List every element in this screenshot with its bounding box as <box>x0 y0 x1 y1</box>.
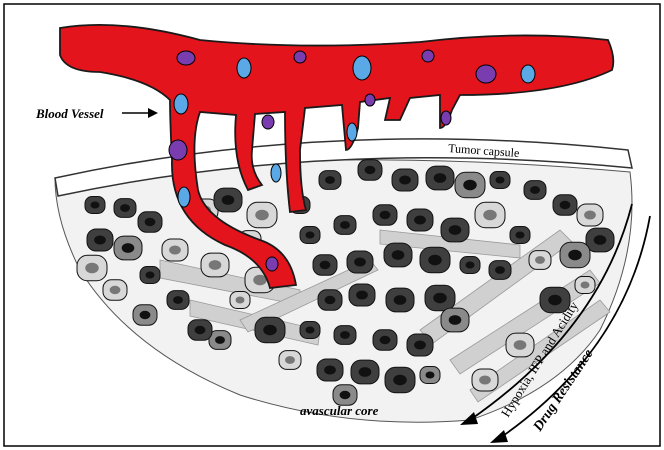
cell-nucleus <box>560 201 571 209</box>
cell-nucleus <box>110 286 121 294</box>
cell-nucleus <box>340 221 350 229</box>
cell-nucleus <box>466 262 475 269</box>
cell-nucleus <box>285 356 295 364</box>
cell-nucleus <box>433 293 447 304</box>
endothelial-cell <box>422 50 434 62</box>
cell-nucleus <box>449 225 462 235</box>
cell-nucleus <box>479 375 491 384</box>
cell-nucleus <box>325 176 335 184</box>
cell-nucleus <box>122 243 135 253</box>
endothelial-cell <box>294 51 306 63</box>
cell-nucleus <box>380 211 391 219</box>
cell-nucleus <box>306 232 315 239</box>
cell-nucleus <box>306 327 315 334</box>
endothelial-cell <box>365 94 375 106</box>
cell-nucleus <box>516 232 525 239</box>
cell-nucleus <box>568 250 582 261</box>
cell-nucleus <box>263 325 277 336</box>
cell-nucleus <box>594 235 607 245</box>
cell-nucleus <box>340 391 351 399</box>
endothelial-cell <box>178 187 190 207</box>
cell-nucleus <box>434 173 447 183</box>
cell-nucleus <box>140 311 151 319</box>
cell-nucleus <box>222 195 235 205</box>
cell-nucleus <box>146 272 155 279</box>
cell-nucleus <box>463 180 477 191</box>
cell-nucleus <box>173 296 183 304</box>
blood-vessel-label: Blood Vessel <box>35 106 104 121</box>
endothelial-cell <box>262 115 274 129</box>
cell-nucleus <box>324 365 336 374</box>
cell-nucleus <box>380 336 391 344</box>
cell-nucleus <box>356 290 368 299</box>
cell-nucleus <box>514 340 527 350</box>
cell-nucleus <box>255 210 269 221</box>
cell-nucleus <box>414 340 426 349</box>
cell-nucleus <box>354 257 366 266</box>
cell-nucleus <box>320 261 331 269</box>
cell-nucleus <box>85 263 99 274</box>
cell-nucleus <box>428 255 442 266</box>
cell-nucleus <box>215 336 225 344</box>
endothelial-cell <box>441 111 451 125</box>
cell-nucleus <box>392 250 405 260</box>
cell-nucleus <box>91 202 100 209</box>
cell-nucleus <box>535 256 545 264</box>
cell-nucleus <box>145 218 156 226</box>
cell-nucleus <box>530 186 540 194</box>
avascular-core-label: avascular core <box>300 403 379 418</box>
cell-nucleus <box>548 295 562 306</box>
cell-nucleus <box>426 372 435 379</box>
cell-nucleus <box>449 315 462 325</box>
cell-nucleus <box>359 367 372 377</box>
cell-nucleus <box>483 210 497 221</box>
endothelial-cell <box>174 94 188 114</box>
endothelial-cell <box>521 65 535 83</box>
cell-nucleus <box>496 177 505 184</box>
endothelial-cell <box>177 51 195 65</box>
cell-nucleus <box>495 266 505 274</box>
cell-nucleus <box>340 331 350 339</box>
cell-nucleus <box>394 295 407 305</box>
cell-nucleus <box>399 175 411 184</box>
cell-nucleus <box>169 245 181 254</box>
endothelial-cell <box>169 140 187 160</box>
cell-nucleus <box>584 210 596 219</box>
cell-nucleus <box>414 215 426 224</box>
cell-nucleus <box>94 235 106 244</box>
cell-nucleus <box>236 297 245 304</box>
cell-nucleus <box>195 326 206 334</box>
endothelial-cell <box>266 257 278 271</box>
endothelial-cell <box>476 65 496 83</box>
cell-nucleus <box>365 166 376 174</box>
cell-nucleus <box>581 282 590 289</box>
endothelial-cell <box>271 164 281 182</box>
cell-nucleus <box>393 375 407 386</box>
cell-nucleus <box>120 204 130 212</box>
cell-nucleus <box>209 260 222 270</box>
cell-nucleus <box>325 296 336 304</box>
endothelial-cell <box>237 58 251 78</box>
endothelial-cell <box>347 123 357 141</box>
endothelial-cell <box>353 56 371 80</box>
